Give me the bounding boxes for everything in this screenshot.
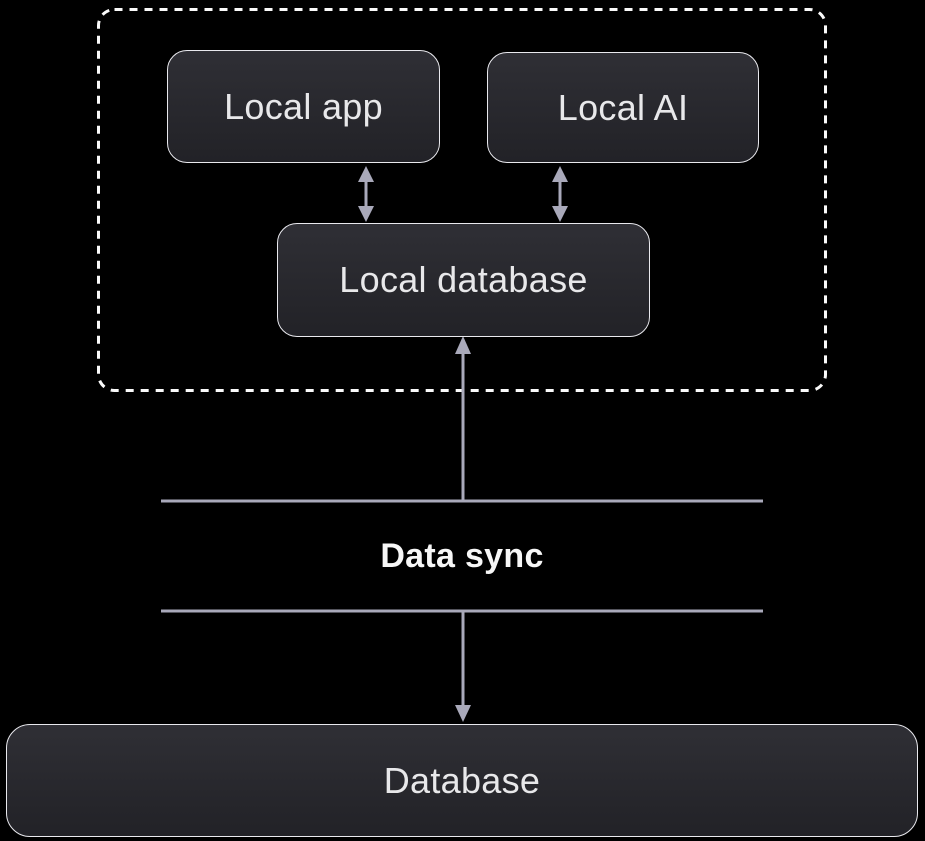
arrowhead-up-icon — [552, 166, 568, 182]
node-local-database: Local database — [277, 223, 650, 337]
node-local-ai: Local AI — [487, 52, 759, 163]
node-local-ai-label: Local AI — [557, 86, 689, 128]
node-local-database-label: Local database — [339, 259, 588, 300]
node-local-app-label: Local app — [224, 85, 383, 127]
node-database-label: Database — [383, 759, 541, 801]
arrowhead-down-icon — [455, 705, 471, 722]
arrowhead-down-icon — [552, 206, 568, 222]
edge-local-ai-local-database — [552, 166, 568, 222]
arrowhead-down-icon — [358, 206, 374, 222]
arrowhead-up-icon — [358, 166, 374, 182]
edge-sync-local-database — [455, 336, 471, 502]
edge-sync-database — [455, 611, 471, 722]
arrowhead-up-icon — [455, 336, 471, 354]
node-database: Database — [6, 724, 918, 837]
edge-local-app-local-database — [358, 166, 374, 222]
node-local-app: Local app — [167, 50, 440, 163]
data-sync-label: Data sync — [380, 536, 544, 575]
